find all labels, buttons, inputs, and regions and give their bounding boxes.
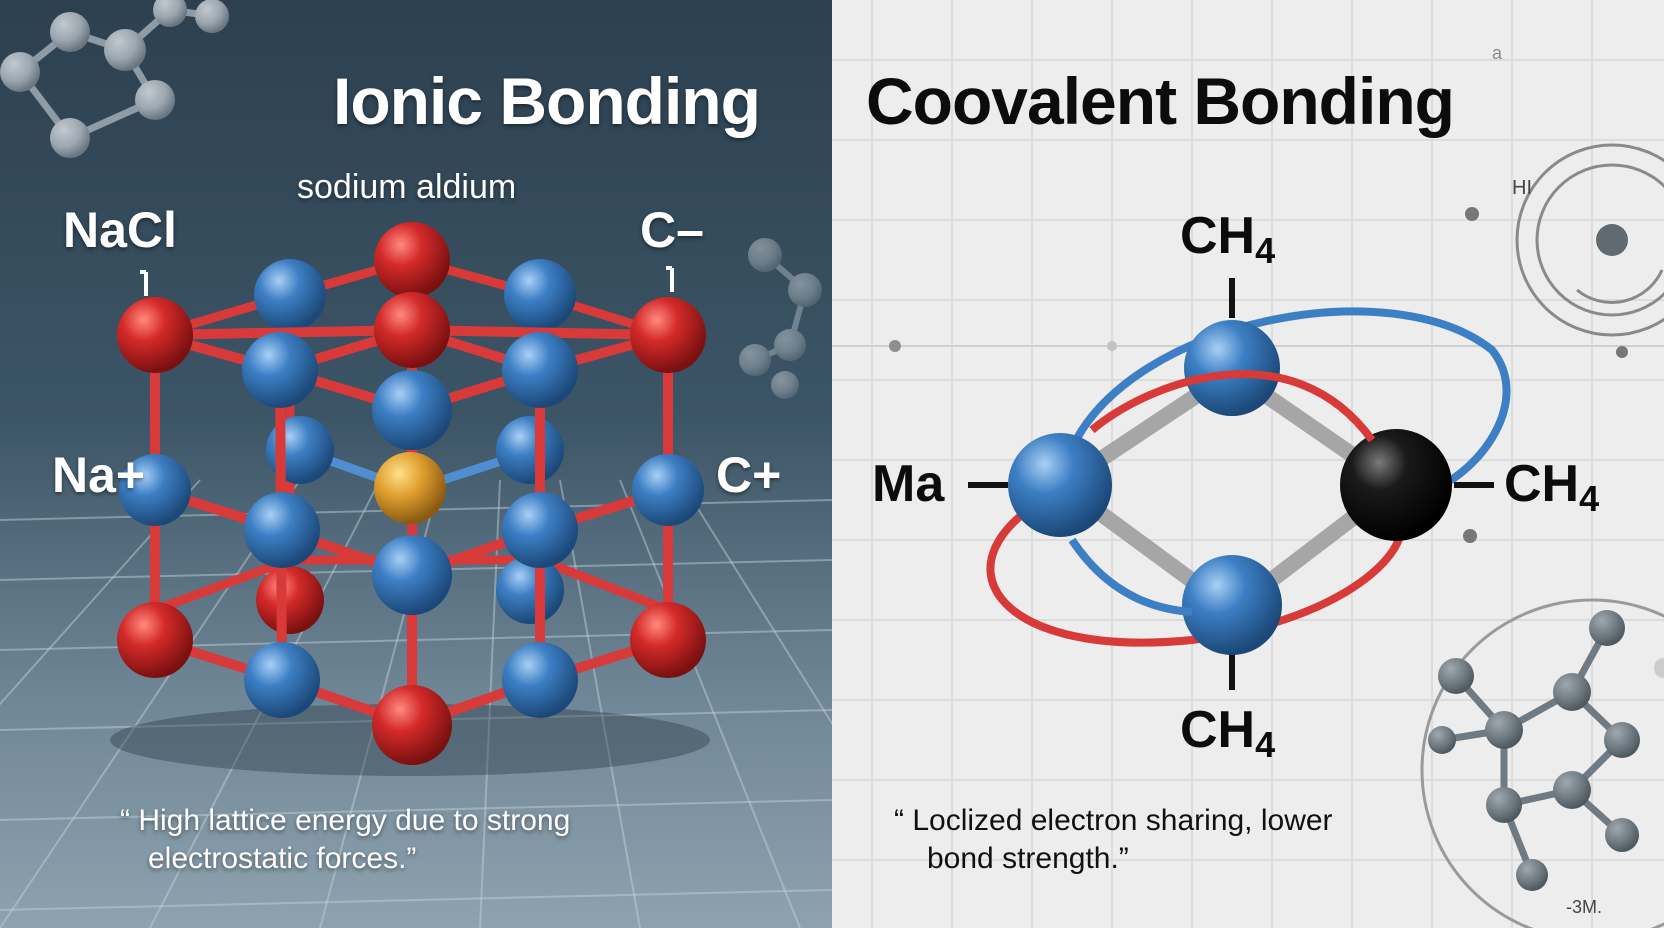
atom-black-right bbox=[1340, 429, 1452, 541]
ionic-quote-line2: electrostatic forces.” bbox=[148, 842, 417, 875]
ion-red bbox=[630, 297, 706, 373]
label-ch4-right: CH4 bbox=[1504, 455, 1600, 519]
label-leaders bbox=[140, 266, 674, 296]
ionic-panel: Ionic Bonding sodium aldium NaCl C– Na+ … bbox=[0, 0, 832, 928]
ionic-title: Ionic Bonding bbox=[333, 64, 761, 138]
ion-blue bbox=[632, 454, 704, 526]
covalent-panel: Coovalent Bonding CH4 CH4 CH4 Ma a HI -3… bbox=[832, 0, 1664, 928]
label-ch4-top: CH4 bbox=[1180, 207, 1276, 271]
ion-red bbox=[117, 602, 193, 678]
atom-blue-bottom bbox=[1182, 555, 1282, 655]
ion-red bbox=[256, 566, 324, 634]
corner-mark-top: a bbox=[1492, 43, 1503, 63]
ion-blue bbox=[254, 259, 326, 331]
covalent-quote-line1: “ Loclized electron sharing, lower bbox=[894, 804, 1333, 837]
ionic-quote-line1: “ High lattice energy due to strong bbox=[120, 804, 571, 837]
ion-red bbox=[630, 602, 706, 678]
molecule-decoration bbox=[1420, 598, 1664, 928]
ion-blue bbox=[496, 556, 564, 624]
label-nacl: NaCl bbox=[63, 202, 177, 258]
corner-mark-hi: HI bbox=[1512, 177, 1532, 199]
ion-red bbox=[374, 222, 450, 298]
covalent-title: Coovalent Bonding bbox=[866, 64, 1455, 138]
nucleus-dot bbox=[1596, 224, 1628, 256]
ion-blue bbox=[119, 454, 191, 526]
ion-blue bbox=[502, 332, 578, 408]
atom-orbit-decoration bbox=[1515, 143, 1664, 337]
label-ch4-bottom: CH4 bbox=[1180, 701, 1276, 765]
background-molecule bbox=[0, 0, 229, 158]
ion-blue bbox=[244, 642, 320, 718]
ion-blue bbox=[496, 416, 564, 484]
ion-blue bbox=[504, 259, 576, 331]
ion-red bbox=[117, 297, 193, 373]
ion-blue bbox=[372, 370, 452, 450]
ionic-lattice-illustration bbox=[0, 0, 832, 928]
electron-orbit-red bbox=[1089, 370, 1376, 443]
electron-orbit-blue bbox=[1068, 537, 1193, 616]
ion-blue bbox=[502, 492, 578, 568]
electron-orbit-blue bbox=[1068, 307, 1511, 494]
label-ma: Ma bbox=[872, 455, 945, 513]
label-c-plus: C+ bbox=[716, 447, 782, 503]
ion-blue bbox=[372, 535, 452, 615]
corner-mark-bottom: -3M. bbox=[1566, 897, 1602, 917]
ion-red bbox=[372, 685, 452, 765]
ion-blue bbox=[244, 492, 320, 568]
electron-orbit-red bbox=[986, 491, 1407, 647]
covalent-quote-line2: bond strength.” bbox=[927, 842, 1129, 875]
ion-red bbox=[374, 292, 450, 368]
ion-central-gold bbox=[374, 452, 446, 524]
label-c-minus: C– bbox=[640, 202, 704, 258]
ion-blue bbox=[502, 642, 578, 718]
ion-blue bbox=[242, 332, 318, 408]
atom-blue-top bbox=[1184, 320, 1280, 416]
background-molecule bbox=[739, 238, 822, 399]
atom-blue-left bbox=[1008, 433, 1112, 537]
covalent-molecule-illustration bbox=[832, 0, 1664, 928]
label-na-plus: Na+ bbox=[52, 447, 146, 503]
ionic-subtitle: sodium aldium bbox=[297, 168, 517, 206]
label-leaders bbox=[968, 278, 1494, 690]
